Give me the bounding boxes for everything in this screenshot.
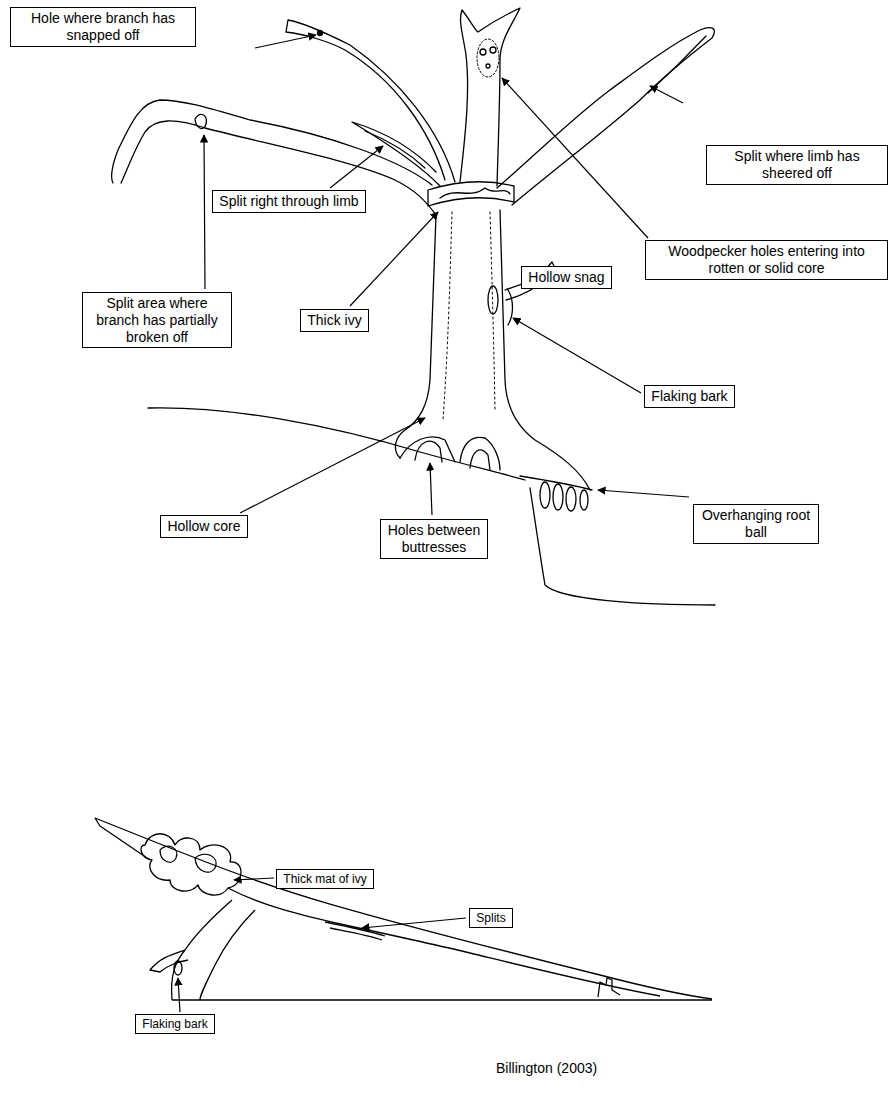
leader-lines xyxy=(178,35,689,1012)
hollow-core-line xyxy=(490,212,495,410)
leader-line xyxy=(240,418,425,513)
leader-line xyxy=(178,978,180,1012)
hanging-root xyxy=(553,484,563,510)
crown-stem xyxy=(460,8,520,186)
ivy-strand xyxy=(440,188,510,198)
callout-box: Split where limb has sheered off xyxy=(706,145,888,185)
buttress xyxy=(460,437,500,470)
callout-text: Flaking bark xyxy=(142,1017,207,1031)
trunk-right xyxy=(500,210,590,490)
callout-text: Hollow snag xyxy=(528,269,604,286)
root-ball-edge xyxy=(520,476,592,490)
citation-text: Billington (2003) xyxy=(496,1060,597,1076)
bank-line xyxy=(530,488,715,605)
hanging-root xyxy=(566,487,576,511)
fallen-trunk-top xyxy=(95,818,712,999)
buttress-hole xyxy=(470,450,490,470)
leader-line xyxy=(350,212,438,306)
callout-text: Holes between buttresses xyxy=(386,522,482,556)
callout-text: Thick ivy xyxy=(307,312,361,329)
callout-box: Hollow snag xyxy=(521,266,612,289)
callout-box: Thick ivy xyxy=(300,309,369,332)
leader-line xyxy=(650,86,683,103)
callout-box: Woodpecker holes entering into rotten or… xyxy=(645,240,888,280)
ivy-loop xyxy=(195,854,216,872)
ground-line xyxy=(172,999,712,1000)
leader-line xyxy=(598,490,689,497)
callout-box: Flaking bark xyxy=(644,385,735,408)
leader-line xyxy=(362,918,466,928)
flaking-bark xyxy=(488,286,498,314)
branch-split xyxy=(195,114,206,128)
callout-text: Hollow core xyxy=(167,518,240,535)
leader-line xyxy=(513,318,641,393)
sheered-split xyxy=(648,36,706,93)
hollow-core-line xyxy=(443,212,452,420)
ivy-mat xyxy=(141,834,241,895)
ground-line xyxy=(148,408,525,480)
hanging-root xyxy=(580,490,588,510)
flaking-bark xyxy=(174,961,182,975)
fallen-tree xyxy=(95,818,712,1000)
callout-box: Split right through limb xyxy=(212,190,366,213)
leader-line xyxy=(204,135,205,289)
split-line xyxy=(365,131,425,168)
callout-box: Splits xyxy=(469,908,513,928)
ivy-loop xyxy=(160,846,177,862)
callout-box: Holes between buttresses xyxy=(380,519,488,559)
lower-branch xyxy=(200,910,255,1000)
callout-text: Split area where branch has partially br… xyxy=(88,295,226,345)
callout-text: Overhanging root ball xyxy=(699,507,813,541)
hanging-root xyxy=(540,482,550,508)
fallen-body-lower xyxy=(228,888,660,996)
callout-box: Overhanging root ball xyxy=(693,504,819,544)
callout-box: Thick mat of ivy xyxy=(276,869,374,889)
top-left-branch xyxy=(286,20,455,182)
ivy-band xyxy=(428,182,514,206)
callout-text: Splits xyxy=(476,911,505,925)
leader-line xyxy=(430,463,432,515)
callout-text: Woodpecker holes entering into rotten or… xyxy=(651,243,882,277)
woodpecker-hole xyxy=(490,47,496,53)
woodpecker-hole xyxy=(486,64,490,68)
flaking-bark xyxy=(508,290,513,325)
buttress-hole xyxy=(415,441,442,462)
split-line xyxy=(330,928,382,940)
right-branch xyxy=(497,28,714,205)
callout-box: Hole where branch has snapped off xyxy=(10,7,196,47)
callout-box: Flaking bark xyxy=(135,1014,215,1034)
woodpecker-hole xyxy=(480,49,486,55)
callout-text: Flaking bark xyxy=(651,388,727,405)
callout-text: Hole where branch has snapped off xyxy=(16,10,190,44)
left-branch xyxy=(121,121,436,215)
branch-hole xyxy=(318,31,323,36)
callout-text: Split right through limb xyxy=(219,193,358,210)
callout-text: Thick mat of ivy xyxy=(283,872,366,886)
split-limb xyxy=(352,122,440,186)
leader-line xyxy=(502,78,648,238)
callout-text: Split where limb has sheered off xyxy=(712,148,882,182)
woodpecker-area xyxy=(477,39,499,77)
buttress xyxy=(400,437,455,462)
leader-line xyxy=(255,35,316,48)
leader-line xyxy=(330,146,383,188)
callout-box: Hollow core xyxy=(160,515,248,538)
callout-box: Split area where branch has partially br… xyxy=(82,292,232,348)
